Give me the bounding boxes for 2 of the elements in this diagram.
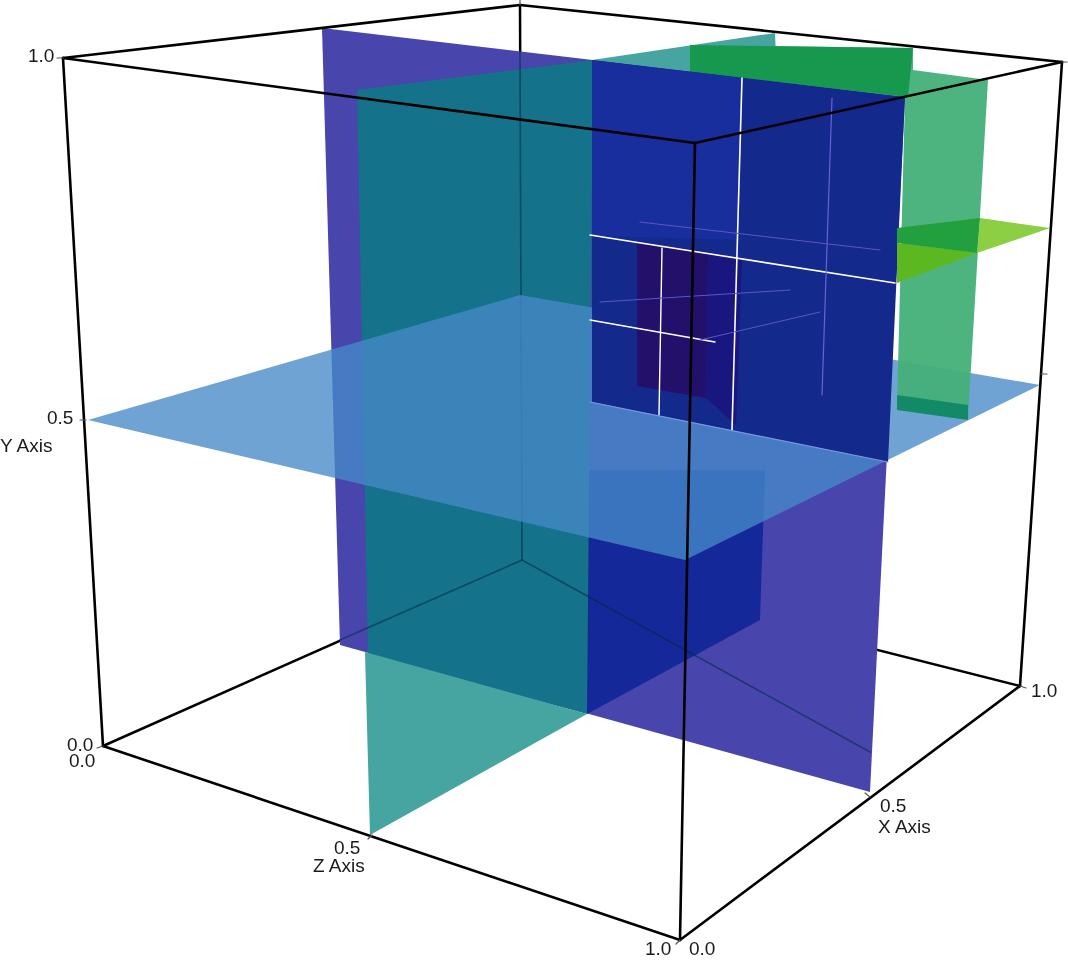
axis-tick-label: 1.0 bbox=[28, 46, 55, 65]
axis-title: Y Axis bbox=[0, 436, 53, 455]
